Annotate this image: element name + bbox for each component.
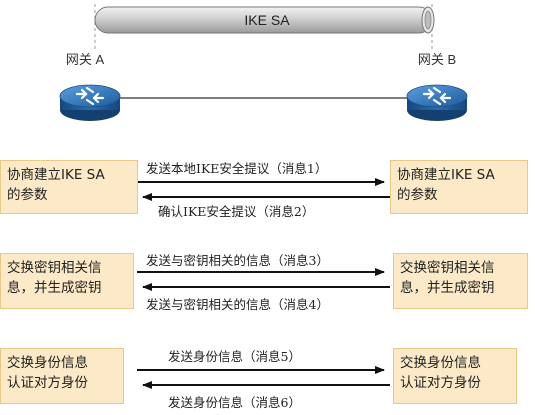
message-label: 发送与密钥相关的信息（消息4） (146, 297, 329, 312)
ike-sa-tunnel: IKE SA (94, 6, 435, 34)
message-label: 发送身份信息（消息6） (168, 395, 301, 410)
message-label: 发送本地IKE安全提议（消息1） (146, 161, 328, 176)
gateway-b-label: 网关 B (418, 52, 456, 67)
right-step-box: 协商建立IKE SA 的参数 (390, 160, 528, 214)
gateway-a-label: 网关 A (66, 52, 105, 67)
message-label: 发送身份信息（消息5） (168, 349, 301, 364)
right-step-box: 交换身份信息 认证对方身份 (393, 348, 517, 404)
router-icon (59, 84, 121, 121)
router-icon (406, 84, 468, 121)
message-label: 发送与密钥相关的信息（消息3） (146, 253, 329, 268)
left-step-box: 交换密钥相关信 息，并生成密钥 (0, 253, 134, 309)
left-step-box: 交换身份信息 认证对方身份 (0, 348, 124, 404)
left-step-box: 协商建立IKE SA 的参数 (0, 160, 138, 214)
message-label: 确认IKE安全提议（消息2） (158, 204, 315, 219)
tunnel-label: IKE SA (244, 12, 290, 28)
right-step-box: 交换密钥相关信 息，并生成密钥 (393, 253, 528, 309)
